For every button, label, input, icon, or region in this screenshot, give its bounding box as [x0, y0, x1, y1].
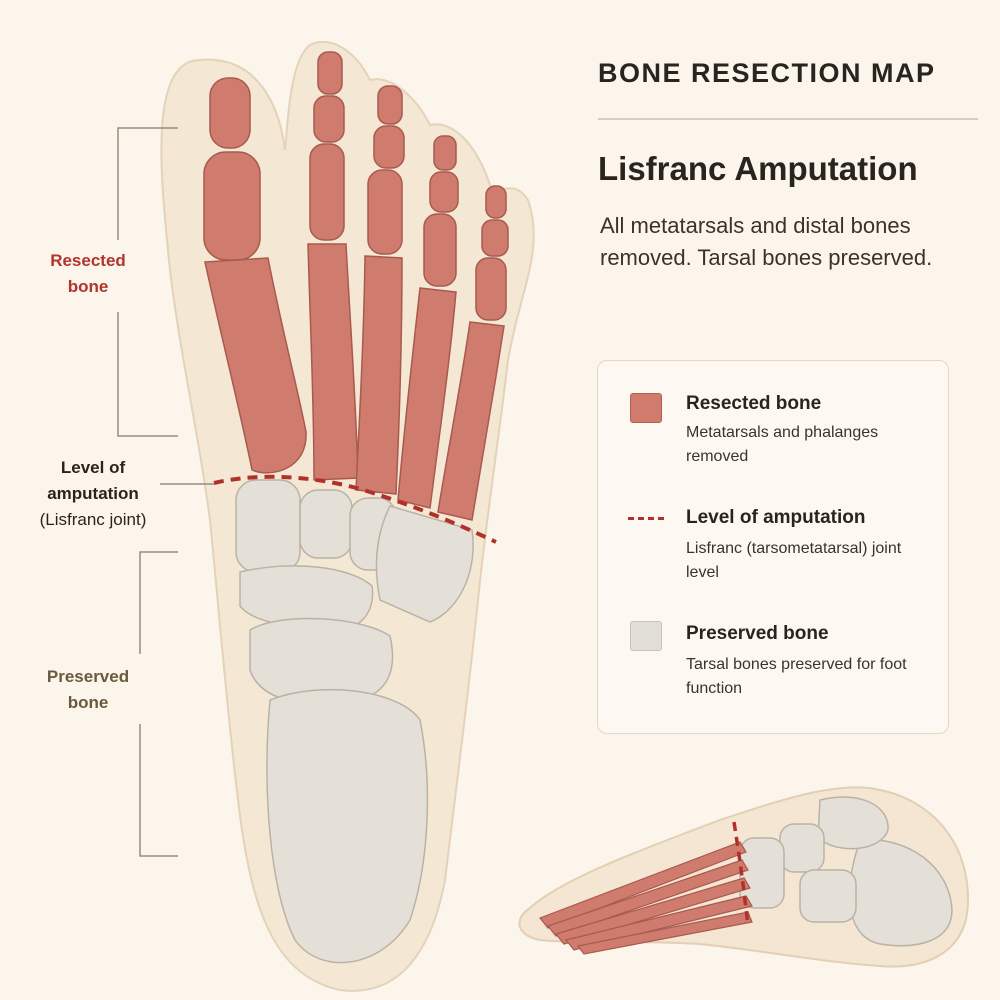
legend-desc-preserved: Tarsal bones preserved for foot function [686, 656, 907, 697]
procedure-title: Lisfranc Amputation [598, 150, 918, 187]
annotation-level-of-amputation: Level of amputation (Lisfranc joint) [39, 458, 147, 529]
cuboid [375, 505, 474, 623]
amputation-level-line [213, 474, 497, 544]
side-resected-bones [539, 841, 753, 955]
medial-cuneiform [235, 479, 301, 573]
legend-box: Resected bone Metatarsals and phalanges … [597, 360, 949, 734]
intermediate-cuneiform [299, 489, 353, 559]
side-amputation-line [732, 821, 750, 927]
side-talus [817, 796, 889, 850]
hallux-proximal-phalanx [203, 151, 261, 261]
resected-bones-lesser-toes [307, 51, 509, 521]
procedure-description: All metatarsals and distal bones removed… [600, 213, 933, 270]
hallux-distal-phalanx [209, 77, 251, 149]
metatarsal-1 [204, 257, 307, 474]
dorsal-foot-view [160, 40, 535, 992]
preserved-tarsal-bones [235, 479, 474, 964]
legend-desc-resected: Metatarsals and phalanges removed [686, 424, 879, 465]
lateral-foot-view [518, 786, 970, 968]
legend-swatch-preserved [630, 621, 662, 651]
legend-label-amputation: Level of amputation [686, 507, 866, 528]
legend-desc-amputation: Lisfranc (tarsometatarsal) joint level [686, 540, 902, 581]
resected-bones-hallux [203, 77, 307, 474]
legend-label-resected: Resected bone [686, 393, 822, 414]
metatarsal-4 [397, 287, 457, 509]
metatarsal-5 [437, 321, 505, 521]
resected-bracket [117, 127, 178, 240]
legend-swatch-resected [630, 393, 662, 423]
annotation-brackets [117, 127, 214, 857]
title-divider [598, 118, 978, 120]
page-title: BONE RESECTION MAP [598, 58, 936, 88]
annotation-preserved-bone: Preserved bone [46, 667, 130, 712]
metatarsal-3 [355, 255, 403, 495]
side-navicular [779, 823, 825, 873]
legend-label-preserved: Preserved bone [686, 623, 829, 644]
annotation-resected-bone: Resected bone [50, 251, 126, 296]
legend-swatch-amputation-line [628, 517, 664, 520]
calcaneus [266, 688, 429, 964]
preserved-bracket [139, 551, 178, 654]
